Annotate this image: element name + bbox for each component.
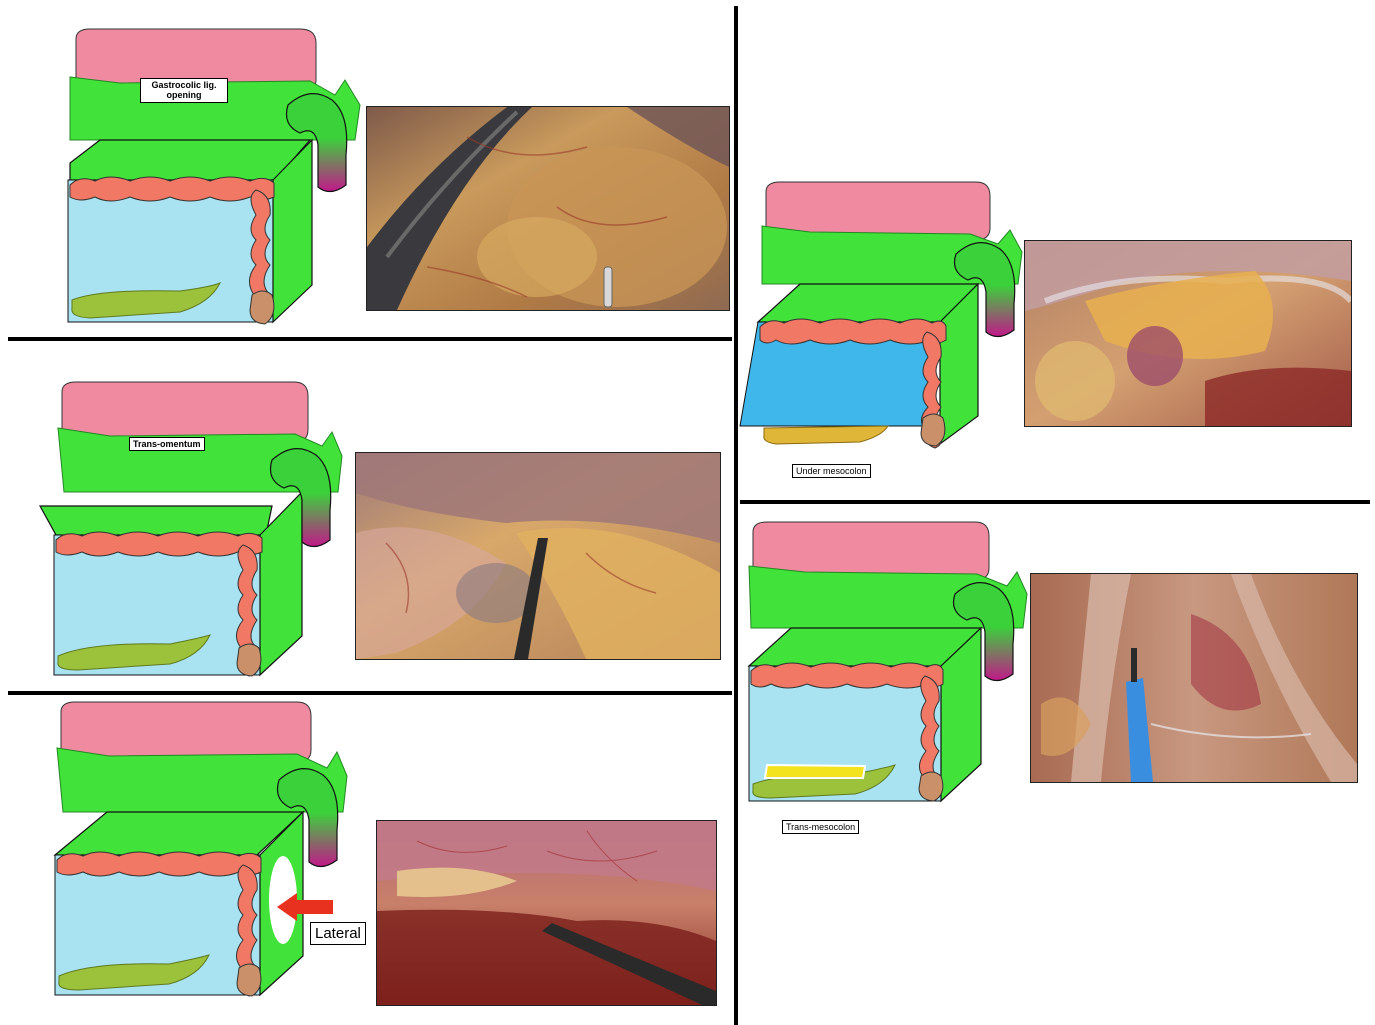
anatomy-diagram-trans-omentum [40,380,340,680]
colon-horizontal [70,177,274,201]
photo-lateral [376,820,717,1006]
vertical-divider [734,6,738,1025]
cavity-flap [70,140,310,180]
colon-horizontal [56,532,262,556]
mesocolon-layer [765,765,865,778]
label-gastrocolic-line2: opening [144,90,224,100]
pancreas-shape [764,426,888,444]
label-lateral: Lateral [310,922,366,945]
colon-tip [921,414,945,446]
photo-gastrocolic [366,106,730,311]
label-under-mesocolon: Under mesocolon [792,464,871,478]
panel-gastrocolic: Gastrocolic lig. opening [60,25,360,330]
photo-trans-omentum [355,452,721,660]
anatomy-diagram-trans-mesocolon [745,520,1045,840]
panel-under-mesocolon: Under mesocolon [740,180,1040,490]
panel-trans-mesocolon: Trans-mesocolon [745,520,1045,840]
panel-trans-omentum: Trans-omentum [40,380,340,680]
anatomy-diagram-lateral [45,700,375,1000]
colon-horizontal [57,852,261,876]
label-trans-omentum: Trans-omentum [129,437,205,451]
label-under-mesocolon-text: Under mesocolon [796,466,867,476]
cavity-flap [40,506,272,535]
stomach-shape [61,702,311,762]
label-gastrocolic: Gastrocolic lig. opening [140,78,228,103]
colon-tip [919,772,943,801]
anatomy-diagram-gastrocolic [60,25,360,330]
label-trans-omentum-text: Trans-omentum [133,439,201,449]
colon-horizontal [751,663,943,688]
left-divider-1 [8,337,732,341]
stomach-shape [62,382,308,442]
label-trans-mesocolon-text: Trans-mesocolon [786,822,855,832]
label-gastrocolic-line1: Gastrocolic lig. [144,80,224,90]
label-lateral-text: Lateral [315,925,361,942]
panel-lateral: Lateral [45,700,375,1000]
colon-tip [237,964,261,996]
colon-tip [250,291,274,324]
right-divider [740,500,1370,504]
photo-under-mesocolon [1024,240,1352,427]
left-divider-2 [8,691,732,695]
colon-tip [237,644,261,676]
anatomy-diagram-under-mesocolon [740,180,1040,490]
photo-trans-mesocolon [1030,573,1358,783]
colon-horizontal [760,319,946,344]
label-trans-mesocolon: Trans-mesocolon [782,820,859,834]
